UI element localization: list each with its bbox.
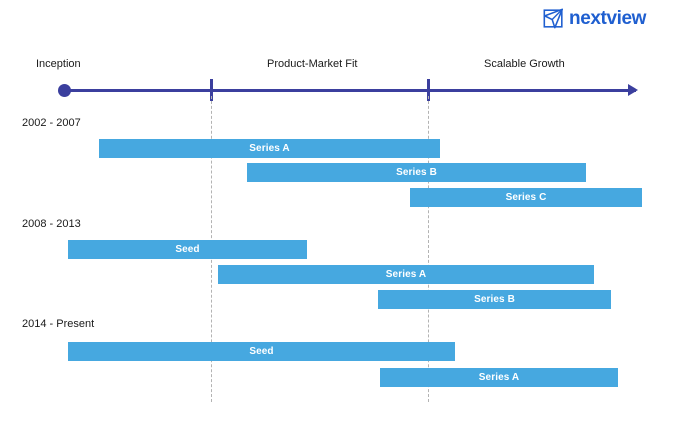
bar-label: Series A	[478, 372, 520, 383]
timeline-arrow-icon	[628, 84, 638, 96]
bar-label: Series B	[474, 294, 515, 305]
group-label-2008-2013: 2008 - 2013	[22, 218, 81, 230]
gridline-2	[428, 96, 429, 402]
phase-label-scalable-growth: Scalable Growth	[484, 58, 565, 70]
bar-label: Seed	[249, 346, 274, 357]
bar-label: Series A	[249, 143, 290, 154]
brand-name: nextview	[569, 8, 647, 29]
group-label-2014-present: 2014 - Present	[22, 318, 95, 330]
bar-g2-series-a: Series A	[380, 368, 618, 387]
bar-g0-series-a: Series A	[99, 139, 440, 158]
phase-label-product-market-fit: Product-Market Fit	[267, 58, 358, 70]
bar-label: Seed	[175, 244, 200, 255]
bar-g0-series-c: Series C	[410, 188, 642, 207]
paper-plane-icon	[543, 8, 564, 29]
phase-label-inception: Inception	[36, 58, 81, 70]
timeline-start-dot-icon	[58, 84, 71, 97]
bar-label: Series C	[505, 192, 547, 203]
axis-tick-1	[210, 79, 213, 101]
bar-g2-seed: Seed	[68, 342, 455, 361]
brand-logo: nextview	[543, 8, 646, 29]
axis-tick-2	[427, 79, 430, 101]
bar-g1-series-a: Series A	[218, 265, 594, 284]
bar-g0-series-b: Series B	[247, 163, 586, 182]
group-label-2002-2007: 2002 - 2007	[22, 117, 81, 129]
timeline-axis	[62, 89, 636, 92]
bar-label: Series A	[385, 269, 427, 280]
bar-g1-seed: Seed	[68, 240, 307, 259]
bar-label: Series B	[396, 167, 437, 178]
bar-g1-series-b: Series B	[378, 290, 611, 309]
